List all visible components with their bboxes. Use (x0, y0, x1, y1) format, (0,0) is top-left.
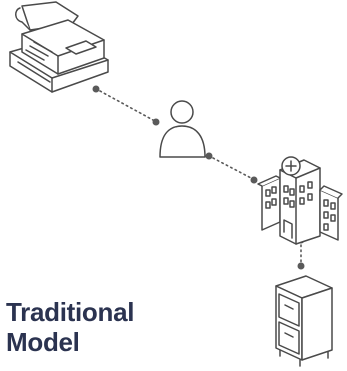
filing-cabinet-icon (275, 275, 333, 367)
diagram-title: Traditional Model (6, 297, 134, 357)
connector-fax-to-person (92, 85, 160, 126)
title-line-1: Traditional (6, 297, 135, 327)
person-icon (159, 100, 206, 158)
fax-machine-icon (9, 1, 109, 93)
connector-person-to-hospital (205, 152, 258, 184)
title-line-2: Model (6, 327, 80, 357)
hospital-icon (257, 156, 343, 245)
